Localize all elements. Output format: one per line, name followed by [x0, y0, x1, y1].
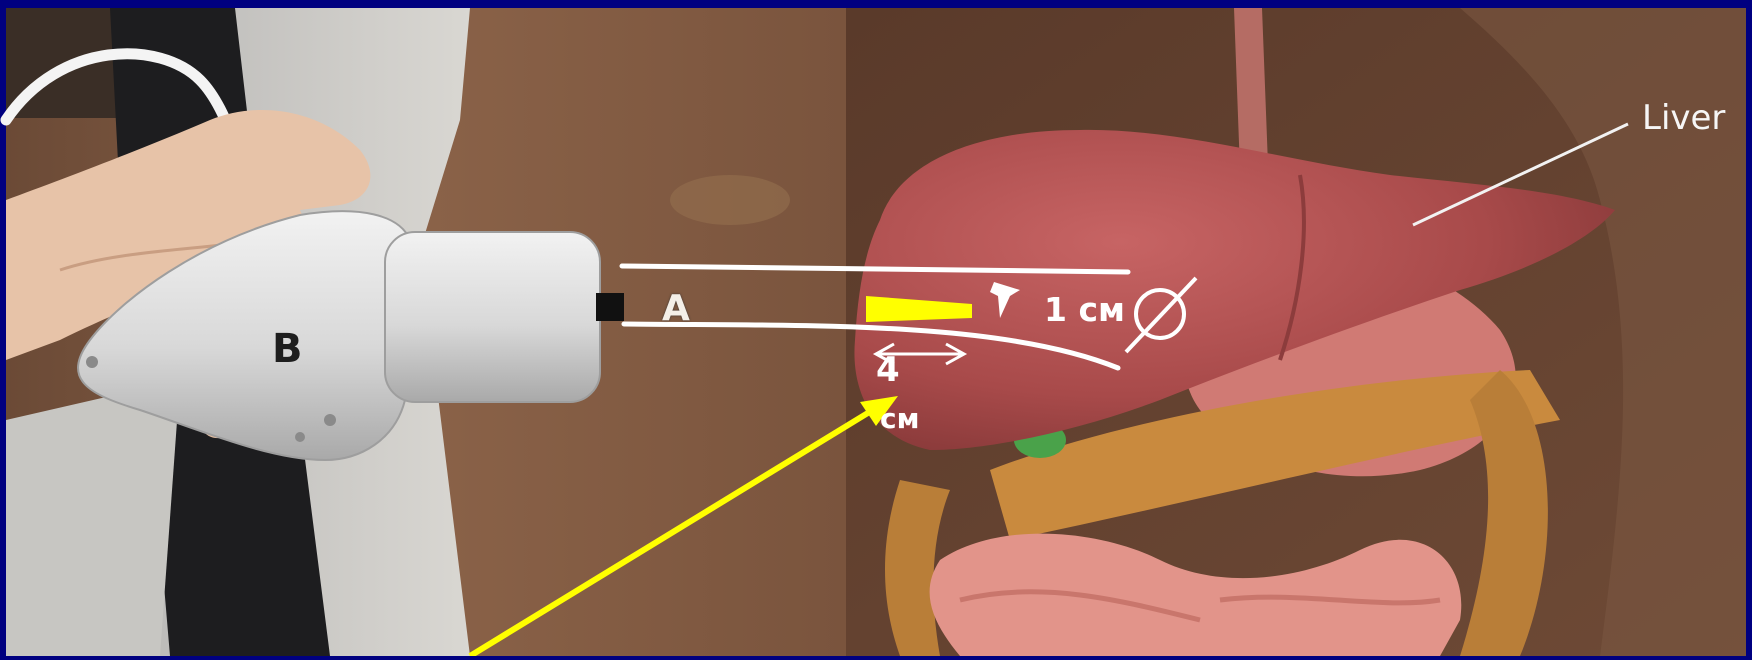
probe-screw-3: [295, 432, 305, 442]
depth-label: 1 см: [1044, 290, 1125, 329]
coat-lower: [6, 380, 180, 656]
photo-probe-on-skin: [6, 8, 846, 656]
anatomy-illustration: [846, 8, 1746, 656]
liver-label: Liver: [1642, 98, 1725, 138]
probe-label: B: [272, 326, 303, 372]
frame-top: [0, 0, 1752, 8]
probe-tip: [596, 293, 624, 321]
probe-screw-1: [86, 356, 98, 368]
length-number-label: 4: [876, 350, 900, 390]
probe-tip-label: A: [662, 288, 690, 329]
skin-mark: [670, 175, 790, 225]
probe-barrel: [385, 232, 600, 402]
probe-screw-2: [324, 414, 336, 426]
length-unit-label: см: [880, 402, 919, 435]
